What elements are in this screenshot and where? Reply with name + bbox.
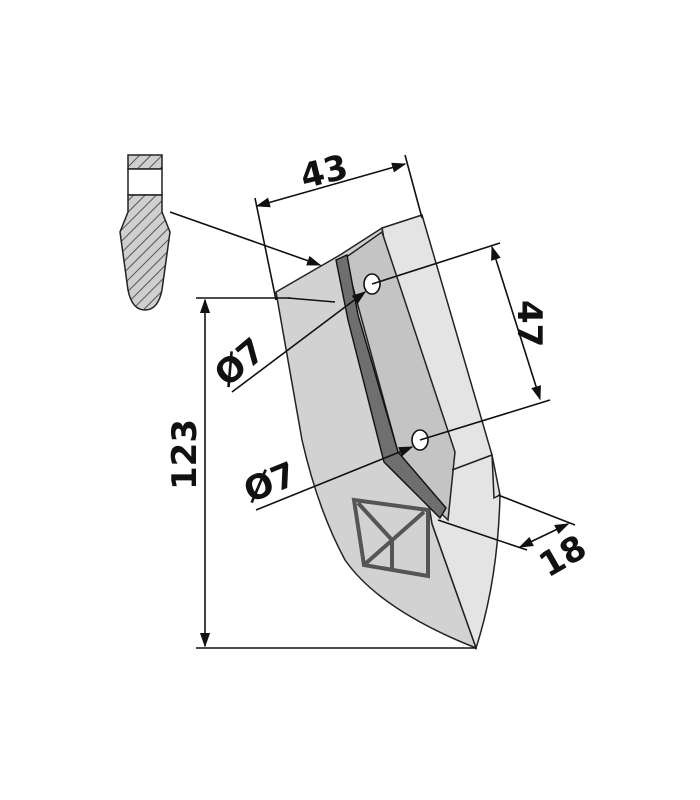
share-step [451,453,501,500]
share-part [275,214,501,651]
logo-mark [351,497,430,579]
dimension-upper-hole-diameter-label: Ø7 [207,330,273,394]
dimension-hole-spacing-label: 47 [509,300,549,347]
section-top-cap [127,154,163,170]
share-rib [335,253,447,520]
section-gap [127,168,163,196]
dimension-lines [169,154,576,649]
dimension-height-label: 123 [165,419,205,490]
cross-section-view [119,154,171,311]
dimension-lower-hole-diameter-label: Ø7 [238,455,302,512]
dimension-width-label: 43 [296,147,352,197]
section-body [119,194,171,311]
